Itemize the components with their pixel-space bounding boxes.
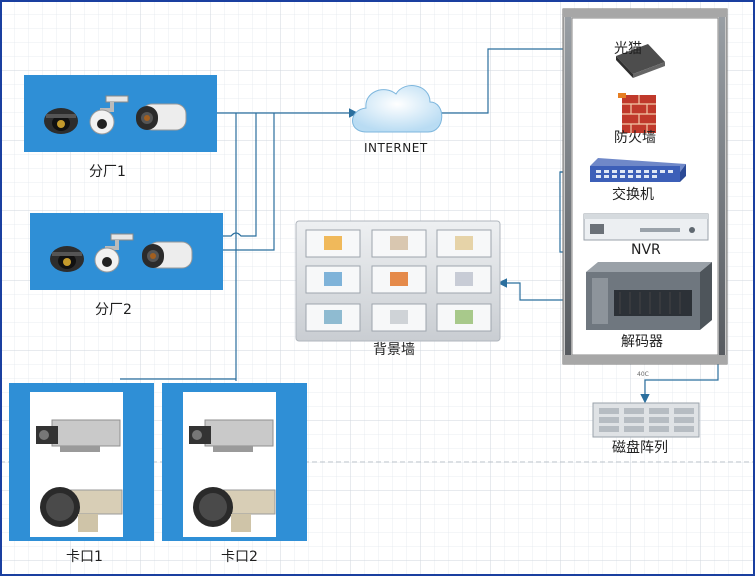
checkpoint1-panel [9,383,154,541]
checkpoint2-panel [162,383,307,541]
disk-array-icon [592,402,700,438]
dome-camera-icon [50,246,84,272]
bullet-camera-icon [142,241,193,269]
box-camera-icon [189,419,274,452]
brick-firewall-icon [618,93,656,133]
bullet-camera-icon [136,103,187,131]
branch2-cameras [50,233,193,273]
decoder-label: 解码器 [621,334,663,350]
floodlight-camera-icon [40,487,123,532]
modem-label: 光猫 [614,41,642,57]
link-decoder-wall [497,278,586,301]
ptz-camera-icon [94,233,134,273]
dome-camera-icon [44,108,78,134]
branch2-label: 分厂2 [95,302,132,318]
checkpoint1-label: 卡口1 [66,549,103,565]
link-internet-modem [437,48,612,114]
firewall-label: 防火墙 [614,130,656,146]
video-wall-label: 背景墙 [373,342,415,358]
floodlight-camera-icon [193,487,276,532]
ptz-camera-icon [89,95,129,135]
nvr-recorder-icon [583,213,709,241]
branch1-cameras [44,95,187,135]
link-branch2-hop [223,113,257,237]
screen-building-icons [324,236,473,324]
cloud-icon [352,85,443,133]
disk-array-label: 磁盘阵列 [612,440,668,456]
switch-label: 交换机 [612,187,654,203]
box-camera-icon [36,419,121,452]
internet-label: INTERNET [364,141,428,155]
nvr-label: NVR [631,242,661,258]
link-tag-label: 40C [637,371,649,378]
decoder-server-icon [586,262,712,330]
branch1-label: 分厂1 [89,164,126,180]
link-branch2-up [223,113,275,251]
checkpoint2-label: 卡口2 [221,549,258,565]
modem-icon [616,44,665,78]
video-wall [295,220,501,342]
network-switch-icon [590,158,686,182]
